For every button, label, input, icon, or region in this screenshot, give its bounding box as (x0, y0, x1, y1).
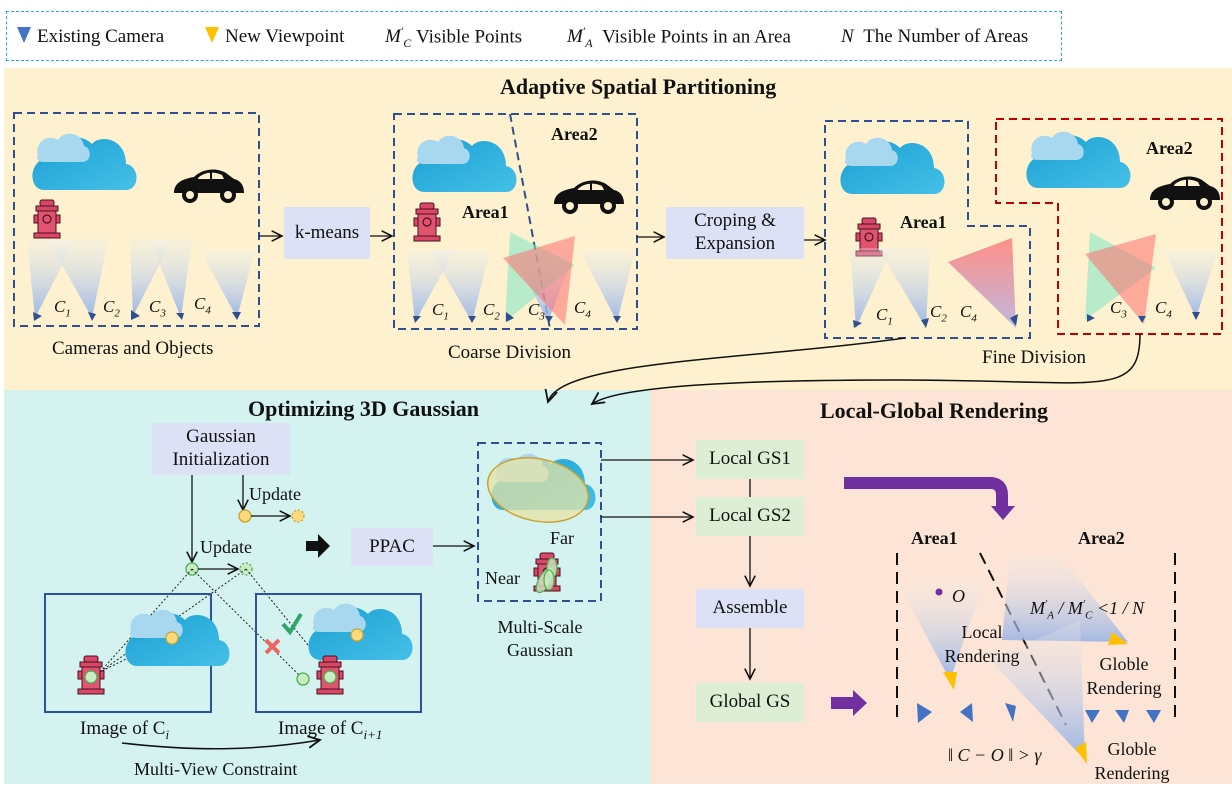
label-area1: Area1 (900, 212, 947, 232)
label-area1: Area1 (911, 528, 958, 548)
title-rendering: Local-Global Rendering (820, 398, 1048, 423)
label-update: Update (249, 484, 301, 504)
label-point-o: O (952, 586, 965, 606)
fine-area2-box (995, 118, 1223, 335)
assemble-box: Assemble (696, 589, 804, 628)
car-icon (174, 169, 244, 203)
title-partitioning: Adaptive Spatial Partitioning (500, 74, 777, 99)
cloud-icon (1026, 131, 1131, 188)
multiscale-box (477, 442, 602, 602)
camera-label: C3 (1110, 298, 1127, 321)
purple-bent-arrow (844, 477, 1008, 508)
caption-image-ci: Image of Ci (80, 718, 170, 742)
yellow-triangle-icon (205, 27, 219, 43)
camera-frustums-3 (850, 232, 1218, 328)
connector-area2 (592, 333, 1141, 404)
caption-fine-division: Fine Division (982, 347, 1086, 368)
kmeans-box: k-means (284, 207, 370, 259)
camera-label: C1 (876, 305, 893, 328)
cropping-expansion-box: Croping & Expansion (666, 207, 804, 259)
purple-arrow (831, 697, 853, 709)
cloud-icon (840, 137, 945, 194)
label-area1: Area1 (462, 202, 509, 222)
label-distance-condition: ‖ C − O ‖ > γ (948, 745, 1042, 765)
image-frame-ci1 (255, 593, 422, 713)
caption-multiview-constraint: Multi-View Constraint (134, 759, 298, 779)
scene-box-2 (393, 113, 638, 330)
camera-label: C4 (1155, 298, 1172, 321)
symbol-n: N (841, 26, 854, 47)
cloud-icon (412, 135, 517, 192)
caption-coarse-division: Coarse Division (448, 342, 571, 363)
ppac-box: PPAC (351, 528, 433, 566)
caption-cameras-objects: Cameras and Objects (52, 338, 214, 359)
legend: Existing Camera New Viewpoint M′C Visibl… (6, 11, 1062, 61)
title-optimizing: Optimizing 3D Gaussian (248, 396, 480, 421)
local-gs1-box: Local GS1 (696, 440, 804, 479)
camera-label: C2 (930, 302, 947, 325)
camera-label: C1 (432, 300, 449, 323)
existing-cameras (917, 703, 1161, 723)
cloud-icon (32, 133, 137, 190)
panel-adaptive-partitioning (4, 68, 1232, 390)
gaussian-initialization-box: Gaussian Initialization (152, 423, 290, 475)
car-icon (554, 180, 624, 214)
label-near: Near (485, 568, 520, 588)
hydrant-icon (33, 199, 61, 239)
legend-number-of-areas: N The Number of Areas (841, 26, 1029, 47)
camera-frustums-1 (27, 240, 255, 321)
camera-label: C2 (103, 297, 120, 320)
camera-label: C4 (574, 298, 591, 321)
camera-label: C3 (528, 300, 545, 323)
label-update: Update (200, 537, 252, 557)
symbol-ma: M′A (567, 26, 593, 51)
hydrant-icon (413, 202, 441, 242)
fine-area1-box (824, 120, 1031, 339)
block-arrow-icon (306, 534, 330, 558)
far-gaussian-ellipse (486, 457, 590, 523)
label-far: Far (550, 528, 574, 548)
legend-visible-points: M′C Visible Points (385, 26, 523, 51)
gaussian-point (238, 509, 252, 523)
cross-icon (264, 638, 281, 655)
legend-visible-points-area: M′A Visible Points in an Area (567, 26, 791, 51)
global-gs-box: Global GS (696, 683, 804, 722)
camera-label: C1 (54, 297, 71, 320)
connector-area1 (548, 337, 906, 402)
camera-label: C4 (960, 302, 977, 325)
blue-triangle-icon (17, 27, 31, 43)
camera-label: C2 (483, 300, 500, 323)
label-area2: Area2 (1146, 138, 1193, 158)
camera-label: C4 (194, 294, 211, 317)
legend-existing-camera: Existing Camera (17, 26, 164, 48)
label-area2: Area2 (1078, 528, 1125, 548)
check-icon (281, 612, 303, 636)
car-icon (1150, 176, 1220, 210)
gaussian-point-updated (291, 509, 305, 523)
legend-new-viewpoint: New Viewpoint (205, 26, 344, 48)
label-area2: Area2 (551, 124, 598, 144)
camera-frustums-2 (407, 232, 635, 325)
symbol-mc: M′C (385, 26, 412, 51)
scene-box-1 (13, 112, 260, 327)
camera-label: C3 (149, 297, 166, 320)
label-ratio-condition: M′A / M′C <1 / N (1030, 598, 1145, 622)
point-o (935, 588, 943, 596)
local-gs2-box: Local GS2 (696, 497, 804, 536)
caption-image-ci1: Image of Ci+1 (278, 718, 383, 742)
